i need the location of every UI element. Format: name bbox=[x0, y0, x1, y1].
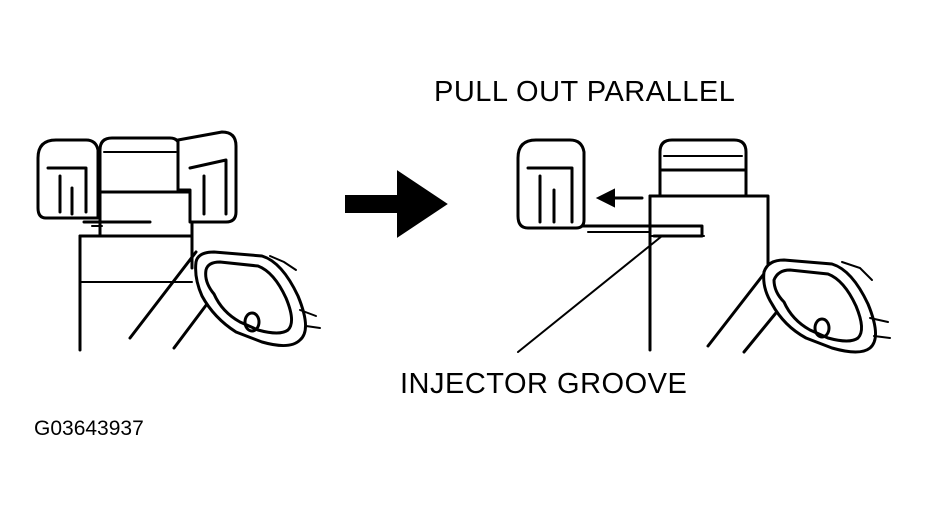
injector-groove-slot bbox=[580, 224, 704, 238]
left-injector-cap bbox=[98, 136, 182, 194]
right-connector-clip bbox=[516, 138, 586, 230]
injector-groove-label: INJECTOR GROOVE bbox=[400, 368, 688, 400]
pull-out-parallel-label: PULL OUT PARALLEL bbox=[434, 76, 736, 108]
figure-id: G03643937 bbox=[34, 417, 144, 440]
groove-leader-line bbox=[517, 235, 663, 353]
left-connector-clip bbox=[36, 130, 238, 227]
direction-arrow bbox=[345, 170, 448, 238]
right-assembly bbox=[516, 138, 891, 354]
right-injector-body bbox=[648, 194, 770, 352]
right-injector-cap bbox=[658, 138, 748, 198]
pull-arrow bbox=[595, 188, 644, 208]
right-wire-harness bbox=[706, 258, 891, 354]
left-assembly bbox=[36, 130, 321, 352]
left-wire-harness bbox=[128, 250, 321, 350]
